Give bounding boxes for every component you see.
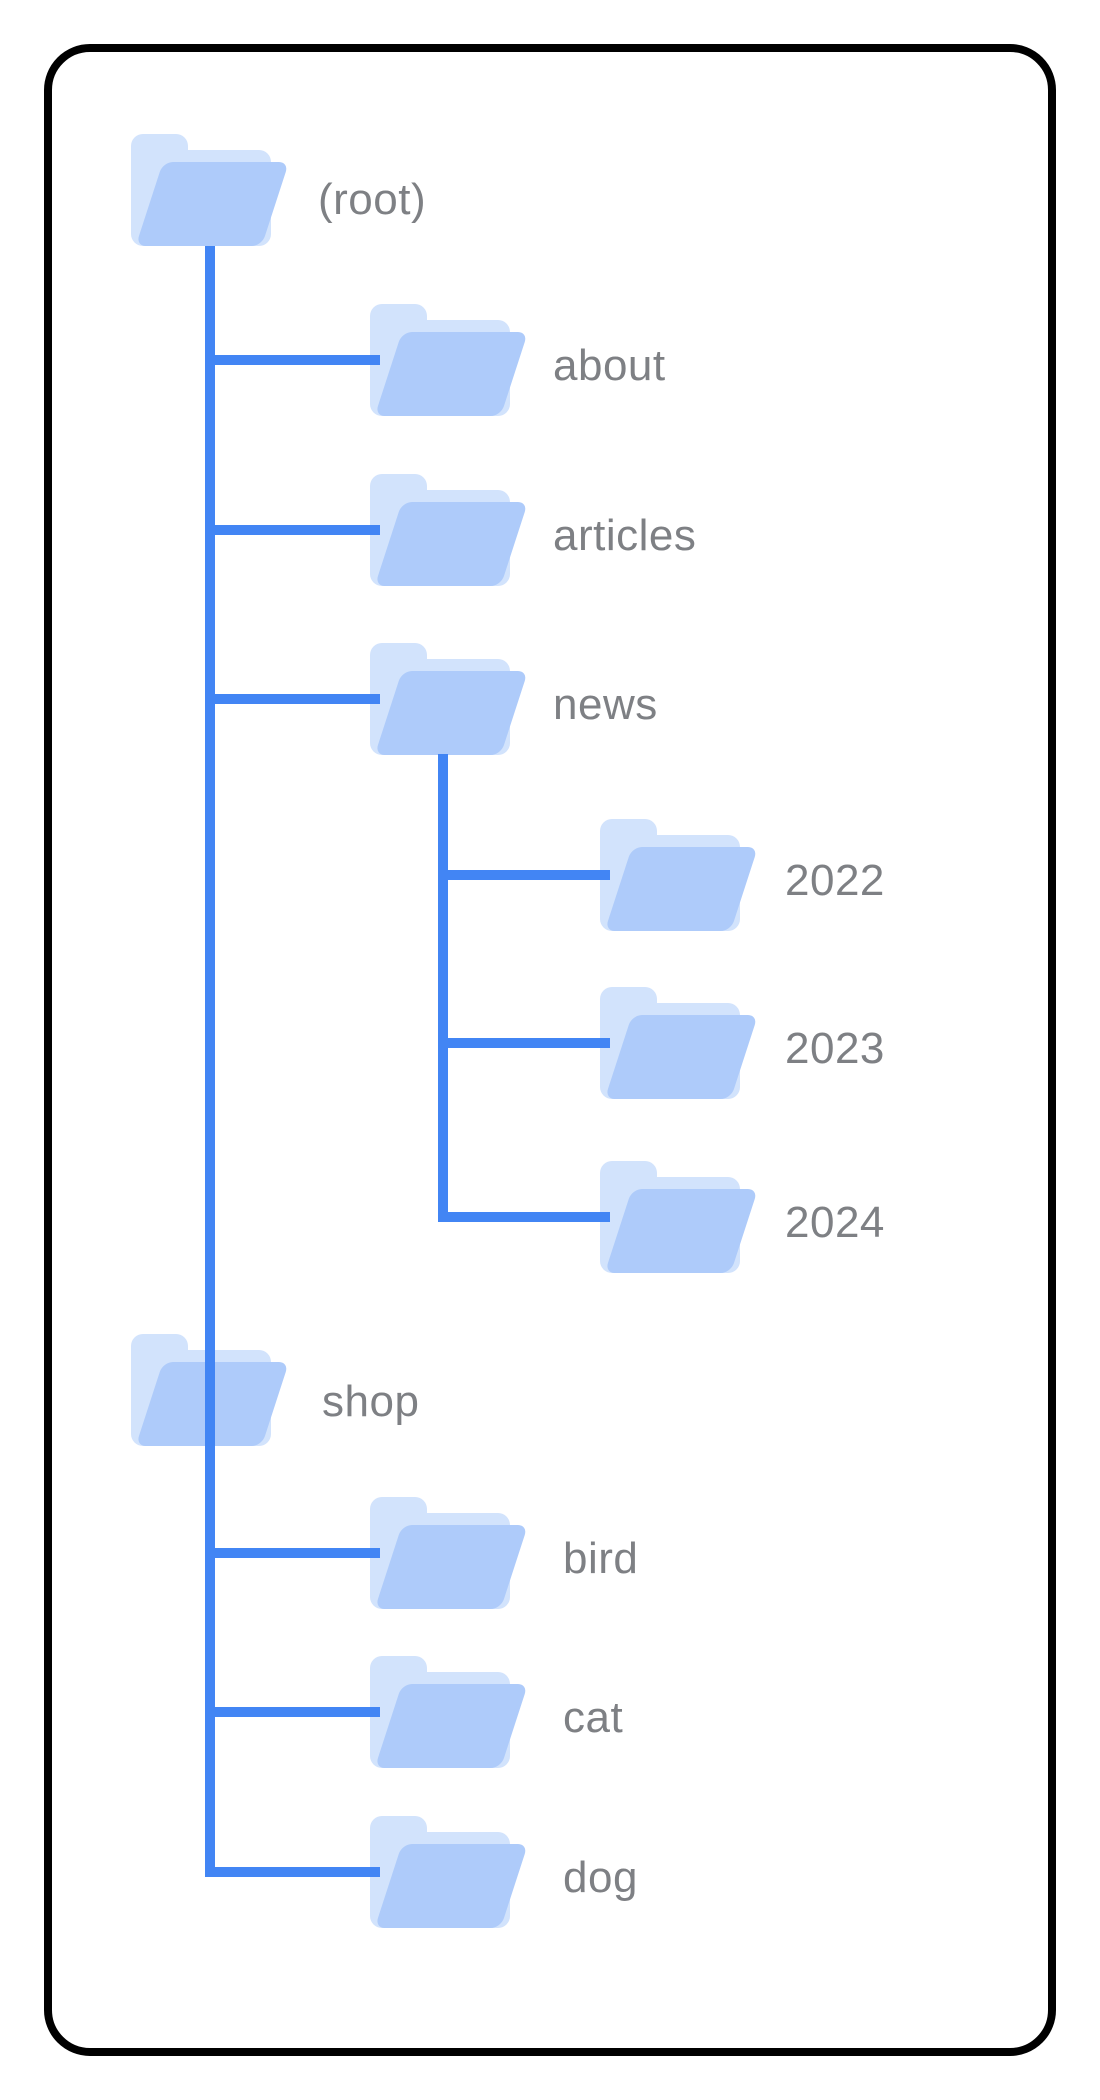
diagram-card: [44, 44, 1056, 2056]
folder-icon: [600, 987, 758, 1099]
folder-icon: [600, 819, 758, 931]
folder-label-about: about: [553, 341, 666, 390]
folder-icon: [131, 1334, 289, 1446]
folder-label-cat: cat: [563, 1693, 624, 1742]
folder-icon: [370, 474, 528, 586]
connector-line: [438, 754, 448, 1222]
connector-line: [438, 1212, 610, 1222]
folder-icon: [131, 134, 289, 246]
folder-label-articles: articles: [553, 511, 697, 560]
connector-line: [205, 246, 215, 1877]
folder-label-y2023: 2023: [785, 1024, 885, 1073]
folder-icon: [370, 643, 528, 755]
folder-icon: [370, 1816, 528, 1928]
connector-line: [205, 525, 380, 535]
connector-line: [438, 1038, 610, 1048]
connector-line: [438, 870, 610, 880]
folder-label-y2022: 2022: [785, 856, 885, 905]
folder-label-shop: shop: [322, 1377, 420, 1426]
connector-line: [205, 355, 380, 365]
connector-line: [205, 694, 380, 704]
folder-icon: [370, 304, 528, 416]
folder-icon: [600, 1161, 758, 1273]
folder-label-bird: bird: [563, 1534, 639, 1583]
folder-label-news: news: [553, 680, 658, 729]
connector-line: [205, 1707, 380, 1717]
folder-label-dog: dog: [563, 1853, 638, 1902]
connector-line: [205, 1548, 380, 1558]
connector-line: [205, 1867, 380, 1877]
folder-icon: [370, 1497, 528, 1609]
folder-label-y2024: 2024: [785, 1198, 885, 1247]
folder-icon: [370, 1656, 528, 1768]
folder-label-root: (root): [318, 175, 427, 224]
